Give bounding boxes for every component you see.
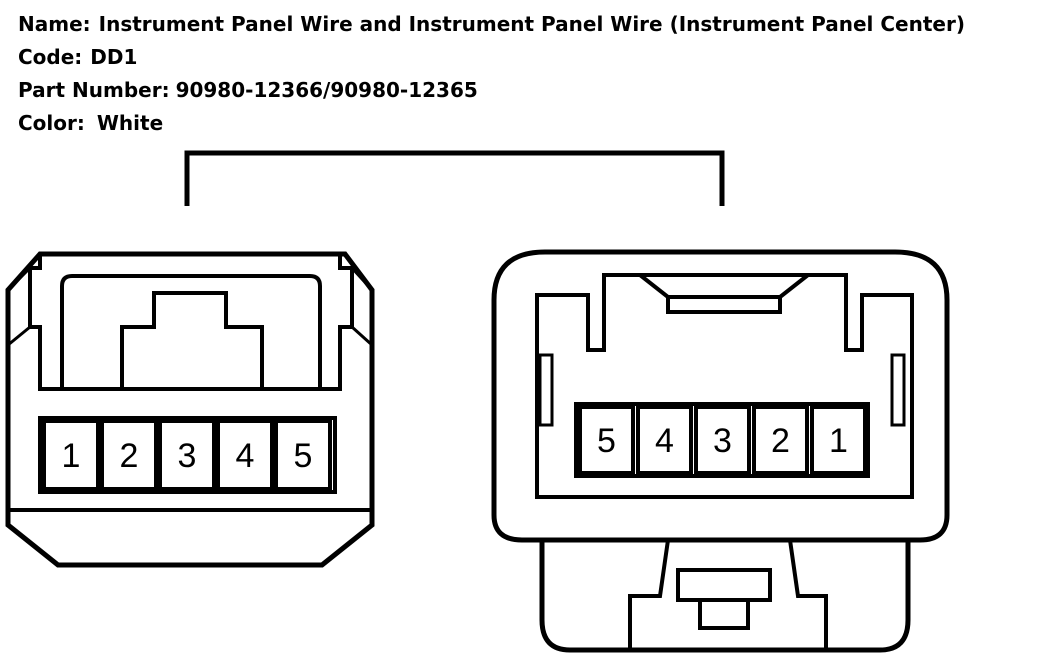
color-label: Color:	[18, 111, 85, 135]
right-connector-lock-tab	[676, 568, 772, 630]
left-connector-pin-cell	[42, 419, 100, 491]
part-number-label: Part Number:	[18, 78, 170, 102]
part-number-value: 90980-12366/90980-12365	[175, 78, 478, 102]
right-connector-inner-frame	[535, 273, 914, 499]
right-connector	[491, 249, 950, 653]
color-value: White	[96, 111, 164, 135]
left-connector-pin-label: 5	[294, 437, 313, 475]
part-number-line: Part Number:90980-12366/90980-12365	[18, 74, 965, 107]
left-connector-pin-cell	[216, 419, 274, 491]
right-connector-pin-cell	[636, 405, 693, 475]
left-connector-pin-cell	[100, 419, 158, 491]
right-connector-pin-label: 2	[771, 422, 790, 460]
right-connector-pin-area	[574, 402, 870, 478]
left-connector-pin-cell	[158, 419, 216, 491]
left-connector-pin-label: 2	[120, 437, 139, 475]
right-connector-top-key	[638, 273, 810, 314]
left-connector	[5, 251, 375, 568]
code-label: Code:	[18, 45, 83, 69]
right-connector-lower-housing	[539, 540, 911, 653]
connector-info: Name: Instrument Panel Wire and Instrumen…	[18, 8, 965, 140]
left-connector-pin-label: 3	[178, 437, 197, 475]
right-connector-pin-cell	[694, 405, 751, 475]
left-connector-pin-cell	[274, 419, 332, 491]
right-connector-lock-latch	[628, 539, 828, 650]
code-value: DD1	[90, 45, 138, 69]
name-value: Instrument Panel Wire and Instrument Pan…	[98, 12, 965, 36]
left-connector-top-opening	[60, 274, 322, 388]
right-connector-pin-cell	[578, 405, 635, 475]
name-label: Name:	[18, 12, 91, 36]
right-connector-pins: 5 4 3 2 1	[578, 405, 867, 475]
right-connector-body	[491, 249, 950, 543]
code-line: Code: DD1	[18, 41, 965, 74]
left-connector-inner-frame	[28, 254, 354, 391]
left-connector-pins: 1 2 3 4 5	[42, 419, 332, 491]
link-bracket	[184, 150, 725, 206]
left-connector-left-latch	[6, 266, 32, 347]
left-connector-pin-label: 1	[62, 437, 81, 475]
left-connector-right-latch	[350, 266, 374, 347]
left-connector-pin-label: 4	[236, 437, 255, 475]
right-connector-pin-label: 3	[713, 422, 732, 460]
right-connector-left-slot	[538, 353, 554, 427]
left-connector-key	[120, 291, 264, 388]
right-connector-pin-cell	[810, 405, 867, 475]
right-connector-pin-label: 1	[829, 422, 848, 460]
right-connector-pin-cell	[752, 405, 809, 475]
name-line: Name: Instrument Panel Wire and Instrumen…	[18, 8, 965, 41]
right-connector-pin-label: 5	[597, 422, 616, 460]
right-connector-right-slot	[890, 353, 906, 427]
left-connector-pin-area	[38, 416, 337, 494]
right-connector-pin-label: 4	[655, 422, 674, 460]
color-line: Color: White	[18, 107, 965, 140]
